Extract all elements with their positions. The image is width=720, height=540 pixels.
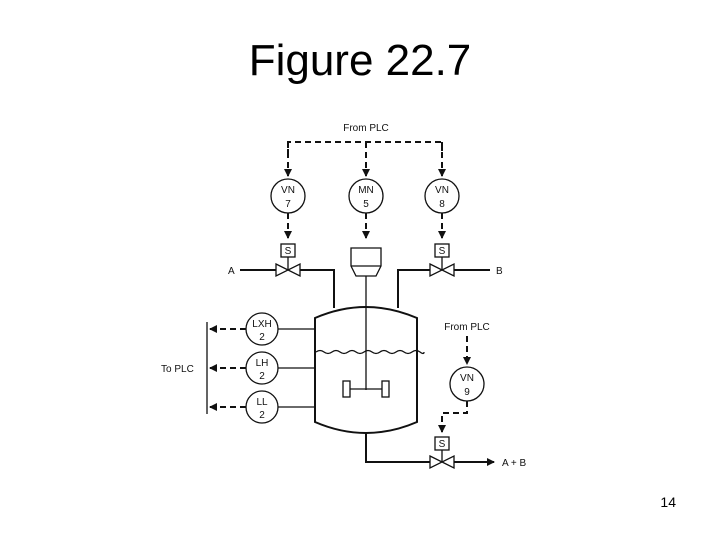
vn9-tag: VN <box>460 373 474 384</box>
solenoid-a-label: S <box>285 246 292 257</box>
liquid-level <box>315 349 425 355</box>
solenoid-valve-out: S <box>429 436 455 470</box>
instrument-ll2: LL 2 <box>245 390 279 424</box>
valve-b-body <box>429 262 455 278</box>
to-plc-label: To PLC <box>161 364 194 375</box>
stream-b-label: B <box>496 266 503 277</box>
mn5-tag: MN <box>358 185 374 196</box>
agitator-blades <box>342 380 390 398</box>
signal-vn9-solenoid <box>438 401 468 433</box>
lxh2-num: 2 <box>259 332 265 343</box>
stream-out-label: A + B <box>502 458 527 469</box>
lxh2-tag: LXH <box>252 319 271 330</box>
ll2-tag: LL <box>256 397 268 408</box>
mixing-tank <box>314 306 418 434</box>
vn8-tag: VN <box>435 185 449 196</box>
vn8-num: 8 <box>439 199 445 210</box>
inlet-b-pipe-to-tank <box>397 269 430 308</box>
instrument-vn9: VN 9 <box>449 366 485 402</box>
instrument-mn5: MN 5 <box>348 178 384 214</box>
instrument-vn8: VN 8 <box>424 178 460 214</box>
solenoid-valve-b: S <box>429 243 455 278</box>
page-number: 14 <box>660 494 676 510</box>
mixer-motor <box>350 247 382 277</box>
lh2-num: 2 <box>259 371 265 382</box>
instrument-lh2: LH 2 <box>245 351 279 385</box>
instrument-lxh2: LXH 2 <box>245 312 279 346</box>
vn7-tag: VN <box>281 185 295 196</box>
from-plc-top-label: From PLC <box>343 123 389 134</box>
instrument-vn7: VN 7 <box>270 178 306 214</box>
solenoid-b-label: S <box>439 246 446 257</box>
vn7-num: 7 <box>285 199 291 210</box>
outlet-pipe <box>365 433 430 463</box>
valve-a-body <box>275 262 301 278</box>
slide-title: Figure 22.7 <box>248 36 472 85</box>
mn5-num: 5 <box>363 199 369 210</box>
solenoid-out-label: S <box>439 439 446 450</box>
inlet-a-pipe-to-tank <box>300 269 335 308</box>
valve-out-body <box>429 454 455 470</box>
stream-a-label: A <box>228 266 235 277</box>
lh2-tag: LH <box>256 358 269 369</box>
from-plc-right-label: From PLC <box>444 322 490 333</box>
vn9-num: 9 <box>464 387 470 398</box>
solenoid-valve-a: S <box>275 243 301 278</box>
ll2-num: 2 <box>259 410 265 421</box>
